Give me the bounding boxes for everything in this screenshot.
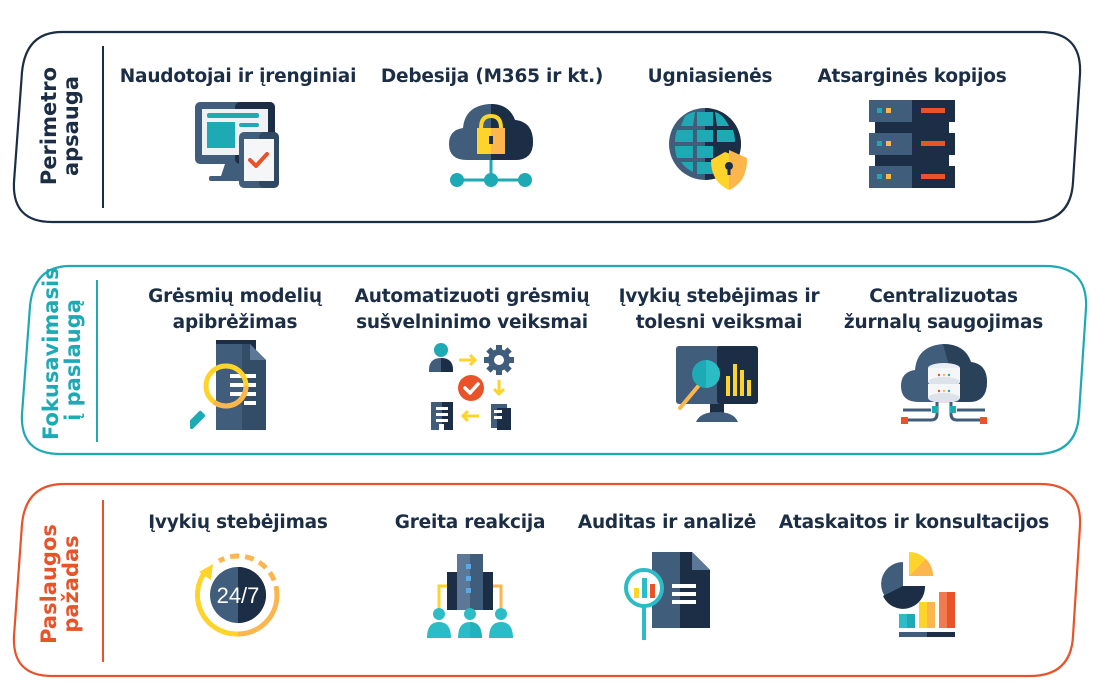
item-backups: Atsarginės kopijos bbox=[812, 64, 1012, 188]
section-label: Paslaugos pažadas bbox=[37, 524, 83, 644]
clock-badge: 24/7 bbox=[217, 583, 260, 608]
item-title: Atsarginės kopijos bbox=[817, 66, 1007, 87]
section-service-promise: Paslaugos pažadas Įvykių stebėjimas 24/7… bbox=[0, 482, 1118, 680]
section-frame bbox=[12, 30, 1082, 224]
section-service-focus: Fokusavimasis į paslaugą Grėsmių modelių… bbox=[0, 264, 1118, 459]
item-title-line1: Centralizuotas bbox=[869, 286, 1018, 307]
document-search-icon bbox=[190, 340, 266, 430]
section-divider bbox=[102, 500, 104, 662]
charts-report-icon bbox=[881, 552, 955, 637]
item-users-devices: Naudotojai ir įrenginiai bbox=[118, 64, 358, 188]
item-rapid-response: Greita reakcija bbox=[370, 510, 570, 638]
item-reports-consulting: Ataskaitos ir konsultacijos bbox=[774, 510, 1054, 637]
section-frame bbox=[20, 264, 1088, 456]
item-title: Įvykių stebėjimas bbox=[148, 512, 328, 533]
item-title-line1: Grėsmių modelių bbox=[148, 286, 322, 307]
devices-check-icon bbox=[195, 102, 279, 188]
section-label: Fokusavimasis į paslaugą bbox=[39, 267, 85, 440]
item-centralized-logs: Centralizuotas žurnalų saugojimas bbox=[836, 284, 1051, 424]
section-frame bbox=[12, 482, 1082, 678]
monitor-analytics-icon bbox=[676, 346, 758, 422]
item-event-monitoring-followup: Įvykių stebėjimas ir tolesni veiksmai bbox=[604, 284, 834, 422]
item-title-line2: apibrėžimas bbox=[172, 312, 298, 333]
item-title: Debesija (M365 ir kt.) bbox=[380, 66, 604, 87]
team-hierarchy-icon bbox=[427, 554, 513, 638]
item-title: Greita reakcija bbox=[394, 512, 546, 533]
item-title-line2: sušvelninimo veiksmai bbox=[356, 312, 588, 333]
cloud-database-icon bbox=[900, 344, 987, 424]
audit-report-icon bbox=[624, 552, 710, 640]
item-title: Ugniasienės bbox=[647, 66, 773, 87]
server-rack-icon bbox=[869, 100, 955, 188]
item-threat-models: Grėsmių modelių apibrėžimas bbox=[120, 284, 350, 430]
item-cloud-m365: Debesija (M365 ir kt.) bbox=[372, 64, 612, 187]
section-divider bbox=[96, 280, 98, 442]
section-label: Perimetro apsauga bbox=[37, 66, 83, 186]
globe-shield-icon bbox=[669, 108, 747, 190]
item-title: Naudotojai ir įrenginiai bbox=[119, 66, 357, 87]
item-event-monitoring: Įvykių stebėjimas 24/7 bbox=[128, 510, 348, 637]
item-title-line1: Automatizuoti grėsmių bbox=[354, 286, 590, 307]
item-title: Auditas ir analizė bbox=[577, 512, 757, 533]
section-perimeter-protection: Perimetro apsauga Naudotojai ir įrengini… bbox=[0, 30, 1118, 225]
item-audit-analysis: Auditas ir analizė bbox=[572, 510, 762, 640]
workflow-automation-icon bbox=[429, 343, 514, 430]
item-automated-mitigation: Automatizuoti grėsmių sušvelninimo veiks… bbox=[352, 284, 592, 430]
item-title-line2: tolesni veiksmai bbox=[635, 312, 803, 333]
item-title: Ataskaitos ir konsultacijos bbox=[778, 512, 1050, 533]
cloud-lock-icon bbox=[449, 104, 533, 187]
section-divider bbox=[102, 46, 104, 208]
clock-24-7-icon: 24/7 bbox=[194, 553, 280, 637]
item-title-line1: Įvykių stebėjimas ir bbox=[618, 286, 820, 307]
item-title-line2: žurnalų saugojimas bbox=[843, 312, 1044, 333]
item-firewalls: Ugniasienės bbox=[610, 64, 810, 190]
